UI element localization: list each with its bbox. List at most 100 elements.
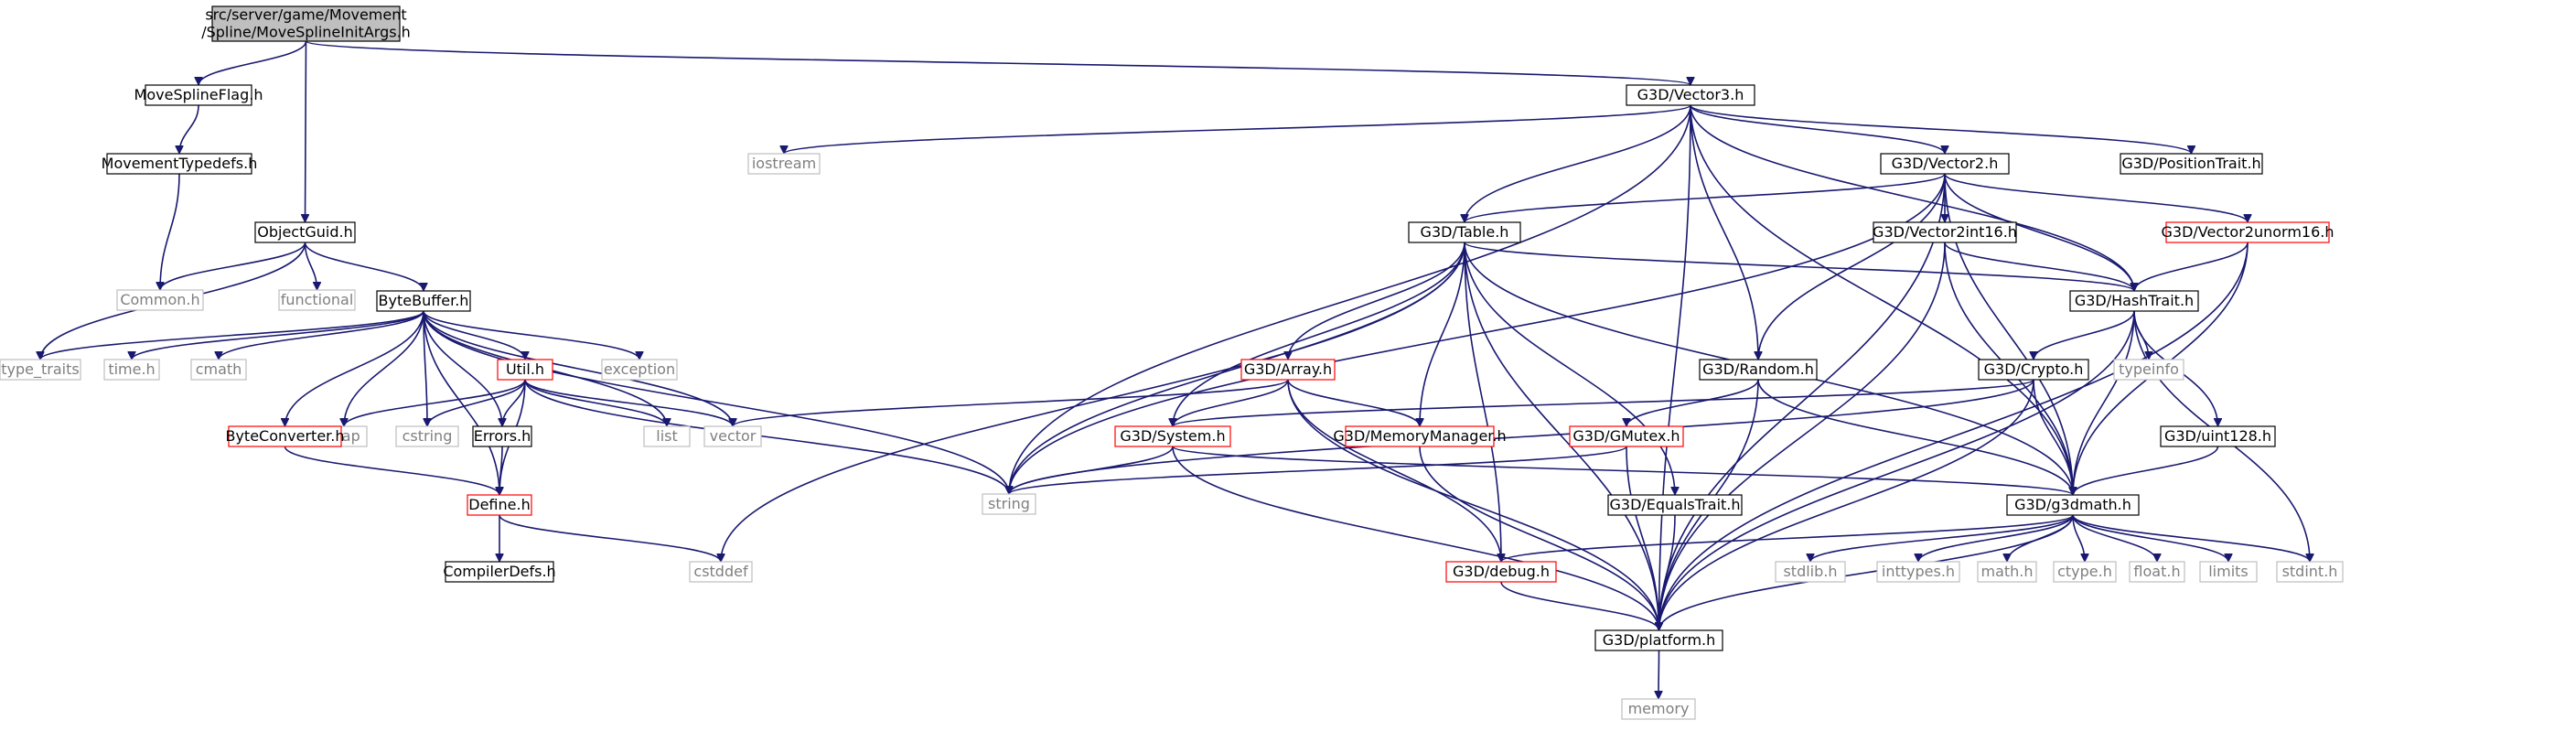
node-v2unorm16[interactable]: G3D/Vector2unorm16.h — [2162, 221, 2334, 243]
node-timeh[interactable]: time.h — [103, 359, 160, 381]
node-vector3[interactable]: G3D/Vector3.h — [1626, 84, 1755, 106]
node-errors[interactable]: Errors.h — [472, 425, 532, 447]
node-mtypedefs[interactable]: MovementTypedefs.h — [102, 153, 258, 175]
node-uint128[interactable]: G3D/uint128.h — [2160, 425, 2276, 447]
edge-bytebuffer-to-cmath — [219, 310, 424, 360]
node-box-mtypedefs — [106, 153, 252, 175]
edge-vector3-to-g3dmath — [1690, 104, 2073, 495]
edge-bytebuffer-to-errors — [423, 310, 502, 426]
node-system[interactable]: G3D/System.h — [1114, 425, 1231, 447]
edge-table-to-platform — [1464, 242, 1659, 630]
node-memmgr[interactable]: G3D/MemoryManager.h — [1333, 425, 1507, 447]
node-crypto[interactable]: G3D/Crypto.h — [1978, 359, 2089, 381]
node-box-ctype — [2053, 561, 2117, 583]
edge-objguid-to-bytebuffer — [304, 242, 424, 292]
node-array[interactable]: G3D/Array.h — [1240, 359, 1336, 381]
node-memory[interactable]: memory — [1621, 698, 1696, 720]
node-box-compilerdefs — [445, 561, 554, 583]
node-cstddef[interactable]: cstddef — [689, 561, 753, 583]
node-functional[interactable]: functional — [278, 289, 356, 311]
node-floath[interactable]: float.h — [2129, 561, 2185, 583]
node-box-mathh — [1977, 561, 2037, 583]
node-box-msflag — [145, 84, 252, 106]
node-msflag[interactable]: MoveSplineFlag.h — [134, 84, 263, 106]
edge-equalstrait-to-platform — [1659, 514, 1676, 630]
node-random[interactable]: G3D/Random.h — [1699, 359, 1818, 381]
node-label-vector3: G3D/Vector3.h — [1637, 86, 1744, 103]
node-bytebuffer[interactable]: ByteBuffer.h — [376, 290, 471, 312]
node-gmutex[interactable]: G3D/GMutex.h — [1569, 425, 1684, 447]
edge-v2int16-to-hashtrait — [1944, 242, 2134, 292]
node-label-list: list — [656, 427, 678, 445]
node-define[interactable]: Define.h — [467, 494, 532, 516]
node-hashtrait[interactable]: G3D/HashTrait.h — [2069, 290, 2199, 312]
edge-uint128-to-g3dmath — [2073, 446, 2219, 496]
node-g3dmath[interactable]: G3D/g3dmath.h — [2006, 494, 2140, 516]
node-label-exception: exception — [604, 360, 675, 378]
node-cmath[interactable]: cmath — [190, 359, 247, 381]
edge-array-to-system — [1173, 379, 1289, 427]
edge-hashtrait-to-crypto — [2034, 310, 2135, 360]
edge-vector2-to-v2unorm16 — [1944, 173, 2248, 223]
node-exception[interactable]: exception — [601, 359, 678, 381]
edge-vector3-to-hashtrait — [1690, 104, 2134, 291]
node-v2int16[interactable]: G3D/Vector2int16.h — [1873, 221, 2017, 243]
node-box-uint128 — [2160, 425, 2276, 447]
node-label-memory: memory — [1628, 700, 1690, 717]
edge-mtypedefs-to-common — [160, 173, 180, 290]
node-inttypes[interactable]: inttypes.h — [1876, 561, 1960, 583]
node-box-timeh — [103, 359, 160, 381]
node-label-iostream: iostream — [752, 155, 816, 172]
node-utilh[interactable]: Util.h — [497, 359, 553, 381]
node-platform[interactable]: G3D/platform.h — [1594, 629, 1723, 651]
node-equalstrait[interactable]: G3D/EqualsTrait.h — [1607, 494, 1743, 516]
node-stdlib[interactable]: stdlib.h — [1775, 561, 1846, 583]
edge-root-to-msflag — [199, 40, 307, 86]
node-string[interactable]: string — [982, 493, 1036, 515]
node-common[interactable]: Common.h — [116, 289, 204, 311]
edge-system-to-platform — [1172, 446, 1659, 630]
edge-hashtrait-to-g3dmath — [2073, 310, 2135, 495]
node-compilerdefs[interactable]: CompilerDefs.h — [443, 561, 556, 583]
edge-vector2-to-random — [1758, 173, 1946, 360]
node-stdint[interactable]: stdint.h — [2276, 561, 2344, 583]
node-box-cstring — [395, 425, 459, 447]
edge-g3dmath-to-stdint — [2072, 514, 2310, 563]
node-debug[interactable]: G3D/debug.h — [1445, 561, 1557, 583]
node-byteconv[interactable]: ByteConverter.h — [225, 425, 345, 447]
node-objguid[interactable]: ObjectGuid.h — [254, 221, 356, 243]
node-limits[interactable]: limits — [2199, 561, 2258, 583]
edge-table-to-equalstrait — [1464, 242, 1675, 495]
node-box-typeinfo — [2113, 359, 2184, 381]
node-vector2[interactable]: G3D/Vector2.h — [1880, 153, 2010, 175]
node-table[interactable]: G3D/Table.h — [1408, 221, 1521, 243]
node-label-objguid: ObjectGuid.h — [257, 223, 352, 241]
node-root[interactable]: src/server/game/Movement/Spline/MoveSpli… — [201, 5, 411, 42]
edge-vector3-to-string — [1009, 104, 1691, 494]
edge-define-to-cstddef — [499, 514, 721, 563]
node-list[interactable]: list — [643, 425, 691, 447]
node-iostream[interactable]: iostream — [747, 153, 821, 175]
node-typetraits[interactable]: type_traits — [0, 359, 81, 381]
edge-bytebuffer-to-exception — [423, 310, 639, 360]
node-vector[interactable]: vector — [703, 425, 762, 447]
edge-vector3-to-table — [1465, 104, 1691, 222]
node-mathh[interactable]: math.h — [1977, 561, 2037, 583]
node-box-memmgr — [1345, 425, 1495, 447]
node-box-gmutex — [1569, 425, 1684, 447]
edge-array-to-platform — [1287, 379, 1659, 630]
node-label-root: /Spline/MoveSplineInitArgs.h — [201, 24, 411, 41]
edge-root-to-vector3 — [305, 40, 1691, 86]
node-box-limits — [2199, 561, 2258, 583]
edge-g3dmath-to-platform — [1659, 514, 2074, 631]
edge-hashtrait-to-platform — [1659, 310, 2135, 630]
edge-crypto-to-platform — [1659, 379, 2034, 630]
node-label-byteconv: ByteConverter.h — [225, 427, 344, 445]
edge-bytebuffer-to-timeh — [132, 310, 424, 360]
node-label-vector: vector — [710, 427, 757, 445]
node-postrait[interactable]: G3D/PositionTrait.h — [2120, 153, 2263, 175]
node-typeinfo[interactable]: typeinfo — [2113, 359, 2184, 381]
node-ctype[interactable]: ctype.h — [2053, 561, 2117, 583]
node-box-hashtrait — [2069, 290, 2199, 312]
node-cstring[interactable]: cstring — [395, 425, 459, 447]
